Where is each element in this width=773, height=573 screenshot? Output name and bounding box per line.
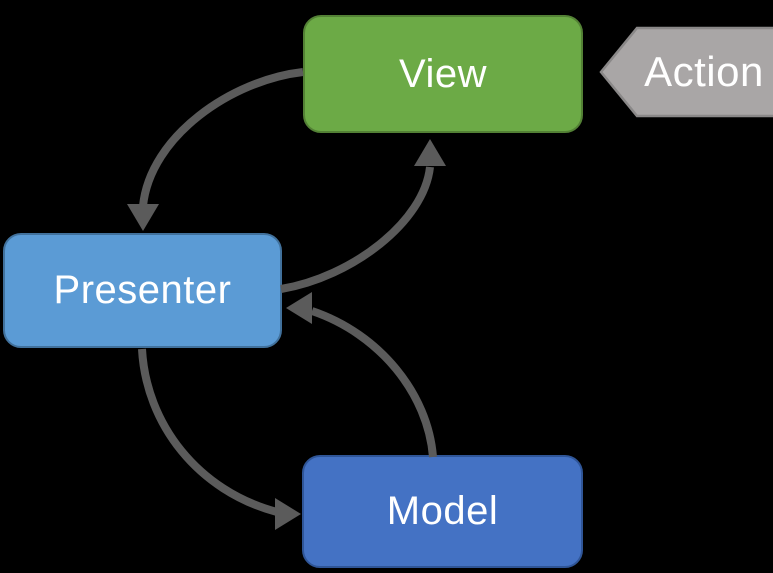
- edge-view-to-presenter: [139, 68, 304, 207]
- edge-presenter-to-view: [280, 166, 434, 293]
- arrowhead-model-to-presenter: [286, 292, 312, 324]
- action-tag-label: Action: [644, 48, 764, 95]
- action-tag: Action: [601, 28, 773, 116]
- edge-model-to-presenter: [310, 307, 437, 458]
- node-presenter: Presenter: [3, 233, 282, 348]
- node-presenter-label: Presenter: [53, 268, 232, 312]
- node-model-label: Model: [386, 489, 499, 533]
- arrowhead-presenter-to-model: [275, 498, 301, 530]
- node-view-label: View: [399, 51, 487, 96]
- node-model: Model: [302, 455, 583, 568]
- node-view: View: [303, 15, 583, 133]
- edge-presenter-to-model: [138, 348, 279, 516]
- arrowhead-view-to-presenter: [127, 204, 159, 231]
- arrowhead-presenter-to-view: [414, 139, 446, 166]
